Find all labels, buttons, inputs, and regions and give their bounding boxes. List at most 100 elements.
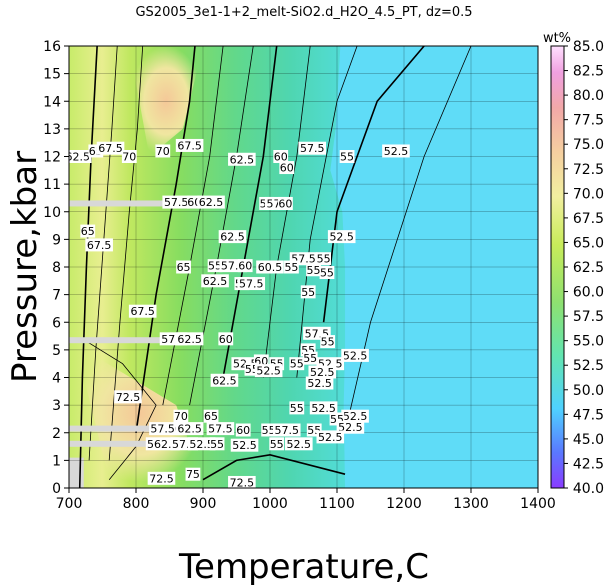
x-tick-label-5: 1200: [386, 496, 422, 512]
contour-label-bg-65: [235, 423, 251, 437]
contour-label-bg-12: [162, 195, 190, 209]
colorbar-tick-label-12: 55.0: [573, 334, 604, 350]
contour-label-bg-36: [128, 304, 157, 318]
y-tick-label-0: 0: [52, 481, 61, 497]
colorbar-tick-label-14: 50.0: [573, 383, 604, 399]
contour-label-bg-32: [201, 274, 229, 288]
gap-band-0: [69, 200, 203, 207]
contour-label-bg-74: [209, 437, 225, 451]
contour-label-56: 55: [290, 402, 304, 415]
contour-label-78: 75: [186, 468, 200, 481]
contour-label-25: 55: [320, 267, 334, 280]
contour-label-bg-56: [289, 401, 305, 415]
contour-label-79: 72.5: [149, 472, 174, 485]
contour-label-27: 55: [208, 260, 222, 273]
contour-label-64: 57.5: [208, 423, 233, 436]
no-data-region: [69, 457, 84, 488]
colorbar-tick-label-10: 60.0: [573, 285, 604, 301]
colorbar-tick-label-9: 62.5: [573, 260, 604, 276]
y-tick-label-5: 5: [52, 343, 61, 359]
contour-label-bg-8: [298, 141, 327, 155]
contour-label-bg-21: [327, 230, 356, 244]
contour-label-8: 57.5: [300, 142, 325, 155]
contour-label-bg-3: [121, 150, 137, 163]
contour-label-11: 60: [280, 162, 294, 175]
contour-label-52: 52.5: [310, 366, 335, 379]
contour-label-bg-6: [228, 152, 256, 166]
colorbar-tick-label-13: 52.5: [573, 358, 604, 374]
chart-title: GS2005_3e1-1+2_melt-SiO2.d_H2O_4.5_PT, d…: [135, 5, 472, 20]
colorbar-tick-label-1: 82.5: [573, 64, 604, 80]
contour-label-bg-54: [210, 373, 239, 387]
y-tick-label-10: 10: [43, 205, 61, 221]
contour-label-bg-19: [85, 238, 113, 252]
contour-label-40: 62.5: [177, 333, 202, 346]
gap-band-2: [69, 425, 177, 432]
x-axis-label: Temperature,C: [178, 547, 429, 587]
contour-label-bg-73: [187, 437, 216, 451]
y-tick-label-9: 9: [52, 232, 61, 248]
contour-label-57: 52.5: [311, 402, 336, 415]
contour-line-2: [108, 46, 144, 461]
contour-label-bg-70: [316, 430, 345, 444]
contour-label-20: 62.5: [220, 231, 245, 244]
y-tick-label-12: 12: [43, 150, 61, 166]
contour-label-bg-62: [149, 422, 184, 436]
y-tick-label-7: 7: [52, 288, 61, 304]
contour-label-74: 55: [210, 438, 224, 451]
contour-label-31: 55: [284, 261, 298, 274]
contour-label-bg-30: [256, 260, 284, 274]
contour-line-11: [82, 338, 157, 480]
contour-label-35: 55: [301, 286, 315, 299]
contour-label-51: 52.5: [256, 365, 281, 378]
contour-label-bg-57: [309, 401, 338, 415]
contour-label-bg-60: [203, 409, 219, 423]
contour-label-bg-79: [147, 471, 176, 485]
contour-label-12: 57.5: [164, 196, 189, 209]
contour-label-55: 72.5: [116, 391, 141, 404]
contour-label-5: 67.5: [177, 139, 202, 152]
colorbar-gradient: [550, 45, 565, 489]
contour-label-3: 70: [122, 151, 136, 164]
colorbar-title: wt%: [543, 31, 571, 46]
contour-label-bg-41: [218, 332, 234, 346]
contour-label-bg-40: [175, 332, 204, 346]
contour-label-bg-64: [206, 422, 235, 436]
contour-label-bg-20: [218, 230, 247, 244]
contour-label-19: 67.5: [87, 239, 112, 252]
contour-label-67: 57.5: [275, 424, 300, 437]
contour-label-bg-2: [96, 141, 125, 155]
contour-label-bg-9: [339, 150, 355, 163]
y-tick-label-8: 8: [52, 260, 61, 276]
contour-label-48: 55: [290, 358, 304, 371]
x-tick-label-4: 1100: [319, 496, 355, 512]
contour-label-bg-75: [230, 438, 259, 452]
colorbar-ticks: 85.082.580.077.575.072.570.067.565.062.5…: [564, 39, 604, 497]
contour-label-58: 52.5: [343, 410, 368, 423]
contour-label-bg-80: [228, 475, 256, 488]
contour-label-60: 65: [204, 410, 218, 423]
contour-label-24: 55: [307, 264, 321, 277]
contour-line-8: [296, 46, 358, 378]
y-tick-label-1: 1: [52, 453, 61, 469]
colorbar-tick-label-5: 72.5: [573, 162, 604, 178]
colorbar-tick-label-11: 57.5: [573, 309, 604, 325]
contour-label-26: 65: [177, 261, 191, 274]
contour-label-bg-58: [341, 409, 369, 423]
contour-label-bg-31: [284, 260, 299, 274]
contour-label-bg-78: [185, 467, 201, 481]
contour-label-bg-11: [279, 161, 295, 175]
x-tick-label-7: 1400: [520, 496, 556, 512]
contour-label-36: 67.5: [130, 305, 155, 318]
contour-label-76: 55: [270, 438, 284, 451]
y-tick-label-14: 14: [43, 94, 61, 110]
gap-band-1: [69, 337, 177, 344]
contour-line-0: [78, 46, 98, 488]
contour-label-14: 62.5: [199, 196, 224, 209]
contour-label-bg-44: [341, 348, 369, 362]
